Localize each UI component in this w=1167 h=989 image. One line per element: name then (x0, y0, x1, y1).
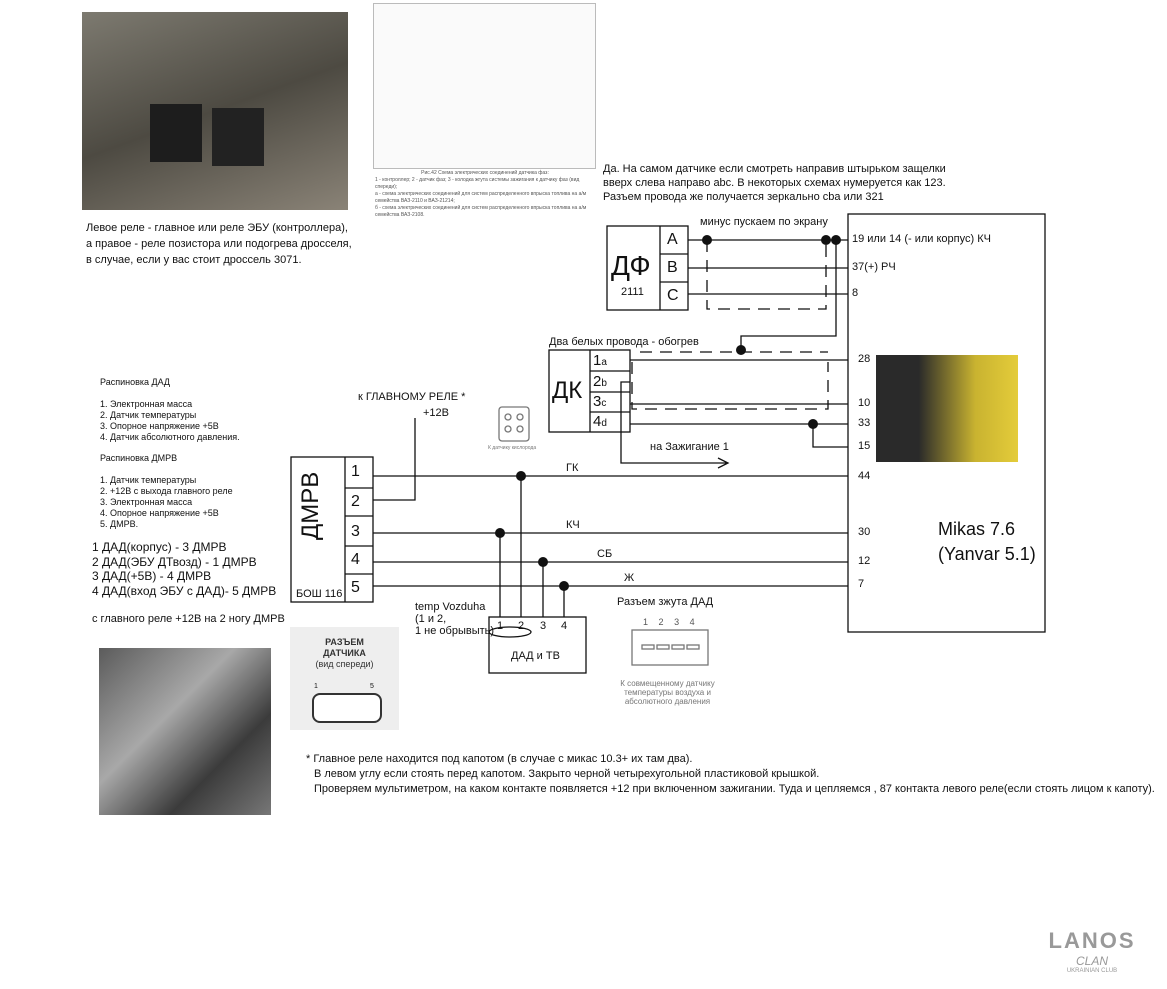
lanos-clan-logo: LANOS CLAN UKRAINIAN CLUB (1048, 928, 1136, 974)
note-line: вверх слева направо abc. В некоторых схе… (603, 177, 946, 189)
dk-pin-2: 2b (593, 373, 607, 390)
ecu-pin-15: 15 (858, 440, 871, 452)
dk-label: ДК (552, 377, 583, 404)
shield-ground-wire (740, 240, 837, 350)
df-shield (706, 240, 827, 310)
caption-line: б - схема электрических соединений для с… (375, 205, 587, 218)
dk-pin-4: 4d (593, 413, 607, 430)
df-pin-b: B (667, 259, 678, 276)
o2-icon-caption: К датчику кислорода (488, 445, 537, 451)
relay-note: с главного реле +12В на 2 ногу ДМРВ (92, 613, 285, 625)
connector-shape (312, 693, 382, 723)
shield-note: минус пускаем по экрану (700, 216, 828, 228)
df-model: 2111 (621, 286, 644, 298)
caption-line: Левое реле - главное или реле ЭБУ (контр… (86, 222, 348, 234)
ecu-pin-37: 37(+) РЧ (852, 261, 896, 273)
dad-label: ДАД и ТВ (511, 650, 560, 662)
ecu-pin-8: 8 (852, 287, 859, 299)
dmrv-box (290, 456, 374, 603)
caption-line: 1 - контроллер; 2 - датчик фаз; 3 - коло… (375, 177, 580, 190)
temp-note: temp Vozduha(1 и 2,1 не обрывыть) (415, 601, 495, 637)
wire-label-zh: Ж (624, 572, 635, 584)
dk-pin-3: 3c (593, 393, 607, 410)
wire-dk-2-ignition (620, 381, 730, 469)
wire-dk-15 (812, 424, 848, 448)
ecu-pin-44: 44 (858, 470, 871, 482)
wire-label-kch: КЧ (566, 519, 580, 531)
ecu-pin-12: 12 (858, 555, 871, 567)
dad-pinout-title: Распиновка ДАД (100, 377, 171, 387)
ecu-box (847, 213, 1046, 633)
dmrv-pinout-title: Распиновка ДМРВ (100, 453, 178, 463)
caption-line: а - схема электрических соединений для с… (375, 191, 587, 204)
dad-pin-2: 2 (518, 620, 525, 632)
dk-pin-1: 1a (593, 352, 607, 369)
ecu-pin-7: 7 (858, 578, 865, 590)
ecu-pin-19: 19 или 14 (- или корпус) КЧ (852, 233, 991, 245)
ecu-pin-10: 10 (858, 397, 871, 409)
wire-label-sb: СБ (597, 548, 613, 560)
ecu-pin-30: 30 (858, 526, 871, 538)
wire-label-gk: ГК (566, 462, 579, 474)
relay-right (212, 108, 264, 166)
scanned-phase-sensor-diagram (373, 3, 596, 169)
dk-shield (631, 362, 829, 410)
dmrv-pin-2: 2 (351, 493, 360, 510)
connector-photo (876, 355, 1018, 462)
ecu-pin-28: 28 (858, 353, 871, 365)
footnote: * Главное реле находится под капотом (в … (306, 753, 1155, 795)
dmrv-model: БОШ 116 (296, 588, 343, 600)
dad-harness-pins: 1 2 3 4 (643, 617, 695, 627)
maf-photo (99, 648, 271, 815)
caption-line: Рис.42 Схема электрических соединений да… (421, 170, 549, 176)
ecu-pin-33: 33 (858, 417, 871, 429)
scan-caption: Рис.42 Схема электрических соединений да… (375, 170, 595, 219)
relay-caption: Левое реле - главное или реле ЭБУ (контр… (86, 220, 352, 268)
dmrv-label: ДМРВ (297, 471, 324, 540)
pin-order-note: Да. На самом датчике если смотреть напра… (603, 162, 946, 204)
dmrv-pin-4: 4 (351, 551, 360, 568)
dmrv-pin-3: 3 (351, 523, 360, 540)
o2-connector-icon (498, 406, 530, 442)
caption-line: а правое - реле позистора или подогрева … (86, 238, 352, 250)
dad-box (488, 616, 587, 674)
df-pin-a: A (667, 231, 678, 248)
main-relay-label: к ГЛАВНОМУ РЕЛЕ * (358, 391, 466, 403)
note-line: Разъем провода же получается зеркально c… (603, 191, 884, 203)
wire-main-relay (373, 418, 416, 501)
main-relay-voltage: +12В (423, 407, 449, 419)
ignition-note: на Зажигание 1 (650, 441, 729, 453)
relay-photo (82, 12, 348, 210)
dad-harness-connector (631, 629, 709, 666)
dmrv-pin-5: 5 (351, 579, 360, 596)
note-line: Да. На самом датчике если смотреть напра… (603, 163, 946, 175)
dad-harness-title: Разъем зжута ДАД (617, 596, 714, 608)
df-pin-c: C (667, 287, 679, 304)
relay-left (150, 104, 202, 162)
dmrv-pin-1: 1 (351, 463, 360, 480)
heater-note: Два белых провода - обогрев (549, 336, 699, 348)
dad-pin-4: 4 (561, 620, 568, 632)
ecu-alt-name: (Yanvar 5.1) (938, 544, 1036, 564)
dad-pin-1: 1 (497, 620, 504, 632)
df-label: ДФ (611, 250, 651, 281)
ecu-name: Mikas 7.6 (938, 519, 1016, 539)
twisted-pair-mark (488, 626, 532, 638)
dad-pin-3: 3 (540, 620, 547, 632)
caption-line: в случае, если у вас стоит дроссель 3071… (86, 254, 302, 266)
